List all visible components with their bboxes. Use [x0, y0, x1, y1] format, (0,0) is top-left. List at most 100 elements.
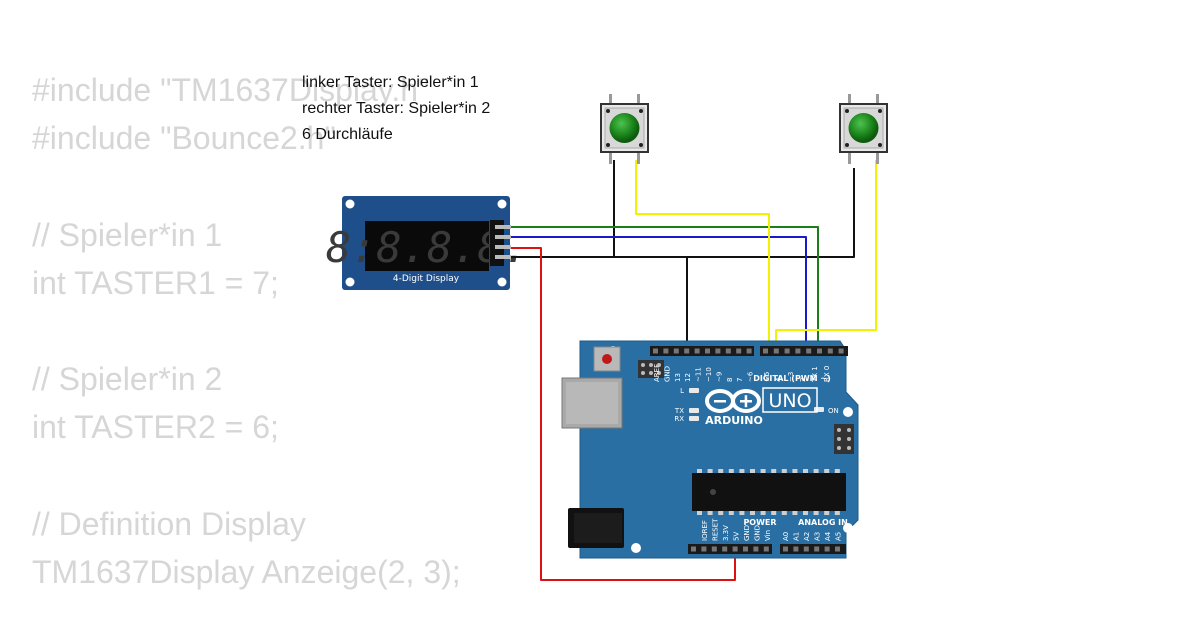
header-hole[interactable]: [835, 546, 840, 552]
digital-pin-label: ~11: [695, 367, 703, 382]
header-hole[interactable]: [725, 348, 731, 354]
arduino-brand: ARDUINO: [705, 414, 763, 427]
header-hole[interactable]: [817, 348, 822, 354]
header-hole[interactable]: [753, 546, 759, 552]
chip-pin: [739, 469, 745, 473]
chip-pin: [834, 469, 840, 473]
led-label-on: ON: [828, 407, 839, 415]
power-pin-label: Vin: [764, 530, 772, 541]
arduino-logo: ARDUINO: [705, 389, 763, 427]
digital-pin-label: RX 0: [823, 366, 831, 382]
analog-header: [780, 544, 846, 554]
header-hole[interactable]: [691, 546, 696, 552]
digital-header-label: DIGITAL (PWM ~): [753, 374, 831, 383]
chip-pin: [718, 511, 724, 515]
code-line: int TASTER1 = 7;: [32, 264, 279, 301]
code-line: #include "Bounce2.h": [32, 120, 336, 157]
chip-pin: [760, 511, 766, 515]
header-hole[interactable]: [732, 546, 738, 552]
note-line: rechter Taster: Spieler*in 2: [302, 100, 491, 117]
analog-pin-label: A0: [782, 532, 790, 541]
chip-pin: [792, 511, 798, 515]
header-hole[interactable]: [773, 348, 779, 354]
wire-button1-signal: [635, 160, 770, 350]
header-hole[interactable]: [715, 348, 721, 354]
icsp-header-small: [638, 360, 664, 378]
display-mount-hole: [497, 277, 507, 287]
header-hole[interactable]: [803, 546, 809, 552]
header-hole[interactable]: [663, 348, 669, 354]
header-hole[interactable]: [673, 348, 679, 354]
header-hole[interactable]: [653, 348, 658, 354]
digital-pin-label: ~9: [715, 372, 723, 382]
header-hole[interactable]: [763, 546, 769, 552]
chip-pin: [781, 469, 787, 473]
note-line: linker Taster: Spieler*in 1: [302, 74, 479, 91]
header-hole[interactable]: [783, 546, 788, 552]
header-hole[interactable]: [795, 348, 801, 354]
header-hole[interactable]: [824, 546, 830, 552]
code-line: int TASTER2 = 6;: [32, 409, 279, 446]
header-hole[interactable]: [711, 546, 717, 552]
analog-pin-label: A4: [824, 531, 832, 541]
header-hole[interactable]: [743, 546, 748, 552]
header-hole[interactable]: [705, 348, 710, 354]
four-digit-display[interactable]: 8:8.8.8. 4-Digit Display: [326, 196, 528, 290]
chip-pin: [834, 511, 840, 515]
header-hole[interactable]: [684, 348, 690, 354]
header-hole[interactable]: [694, 348, 700, 354]
digital-pin-label: 13: [674, 373, 682, 382]
header-hole[interactable]: [736, 348, 742, 354]
uno-badge: [762, 387, 818, 413]
chip-pin: [707, 469, 713, 473]
icsp-header: [834, 424, 854, 454]
chip-pin: [771, 511, 777, 515]
header-hole[interactable]: [827, 348, 833, 354]
digital-pin-label: 4: [775, 377, 783, 382]
power-pin-label: 3.3V: [722, 525, 730, 541]
header-hole[interactable]: [806, 348, 812, 354]
digital-pin-label: ~6: [747, 371, 755, 382]
power-pin-label: RESET: [712, 518, 720, 541]
microcontroller-chip: [692, 469, 846, 515]
digital-pin-label: GND: [663, 366, 671, 382]
code-line: // Spieler*in 1: [32, 216, 223, 253]
push-button-left[interactable]: [600, 94, 649, 164]
header-hole[interactable]: [746, 348, 752, 354]
display-mount-hole: [345, 199, 355, 209]
header-hole[interactable]: [838, 348, 844, 354]
analog-pin-label: A1: [793, 532, 801, 541]
header-hole[interactable]: [722, 546, 728, 552]
chip-pin: [718, 469, 724, 473]
digital-pin-label: 8: [726, 378, 734, 382]
code-line: // Spieler*in 2: [32, 361, 223, 398]
chip-pin: [739, 511, 745, 515]
header-hole[interactable]: [814, 546, 820, 552]
wire-display-clk: [511, 226, 819, 350]
chip-pin: [792, 469, 798, 473]
header-hole[interactable]: [793, 546, 799, 552]
power-pin-label: 5V: [733, 532, 741, 541]
push-button-right[interactable]: [839, 94, 888, 164]
led-label-tx: TX: [674, 407, 684, 415]
chip-pin: [697, 469, 702, 473]
display-label: 4-Digit Display: [393, 274, 460, 284]
digital-pin-label: ~10: [705, 367, 713, 382]
power-header: [688, 544, 772, 554]
button-cap[interactable]: [609, 113, 640, 143]
code-line: TM1637Display Anzeige(2, 3);: [32, 553, 461, 590]
chip-pin: [824, 511, 830, 515]
header-hole[interactable]: [701, 546, 707, 552]
board-mount-hole: [631, 543, 641, 553]
power-pin-label: GND: [754, 525, 762, 541]
header-hole[interactable]: [784, 348, 790, 354]
digital-pin-label: ~5: [763, 372, 771, 382]
header-hole[interactable]: [763, 348, 768, 354]
chip-pin: [697, 511, 702, 515]
chip-pin: [728, 511, 734, 515]
button-cap[interactable]: [848, 113, 879, 143]
